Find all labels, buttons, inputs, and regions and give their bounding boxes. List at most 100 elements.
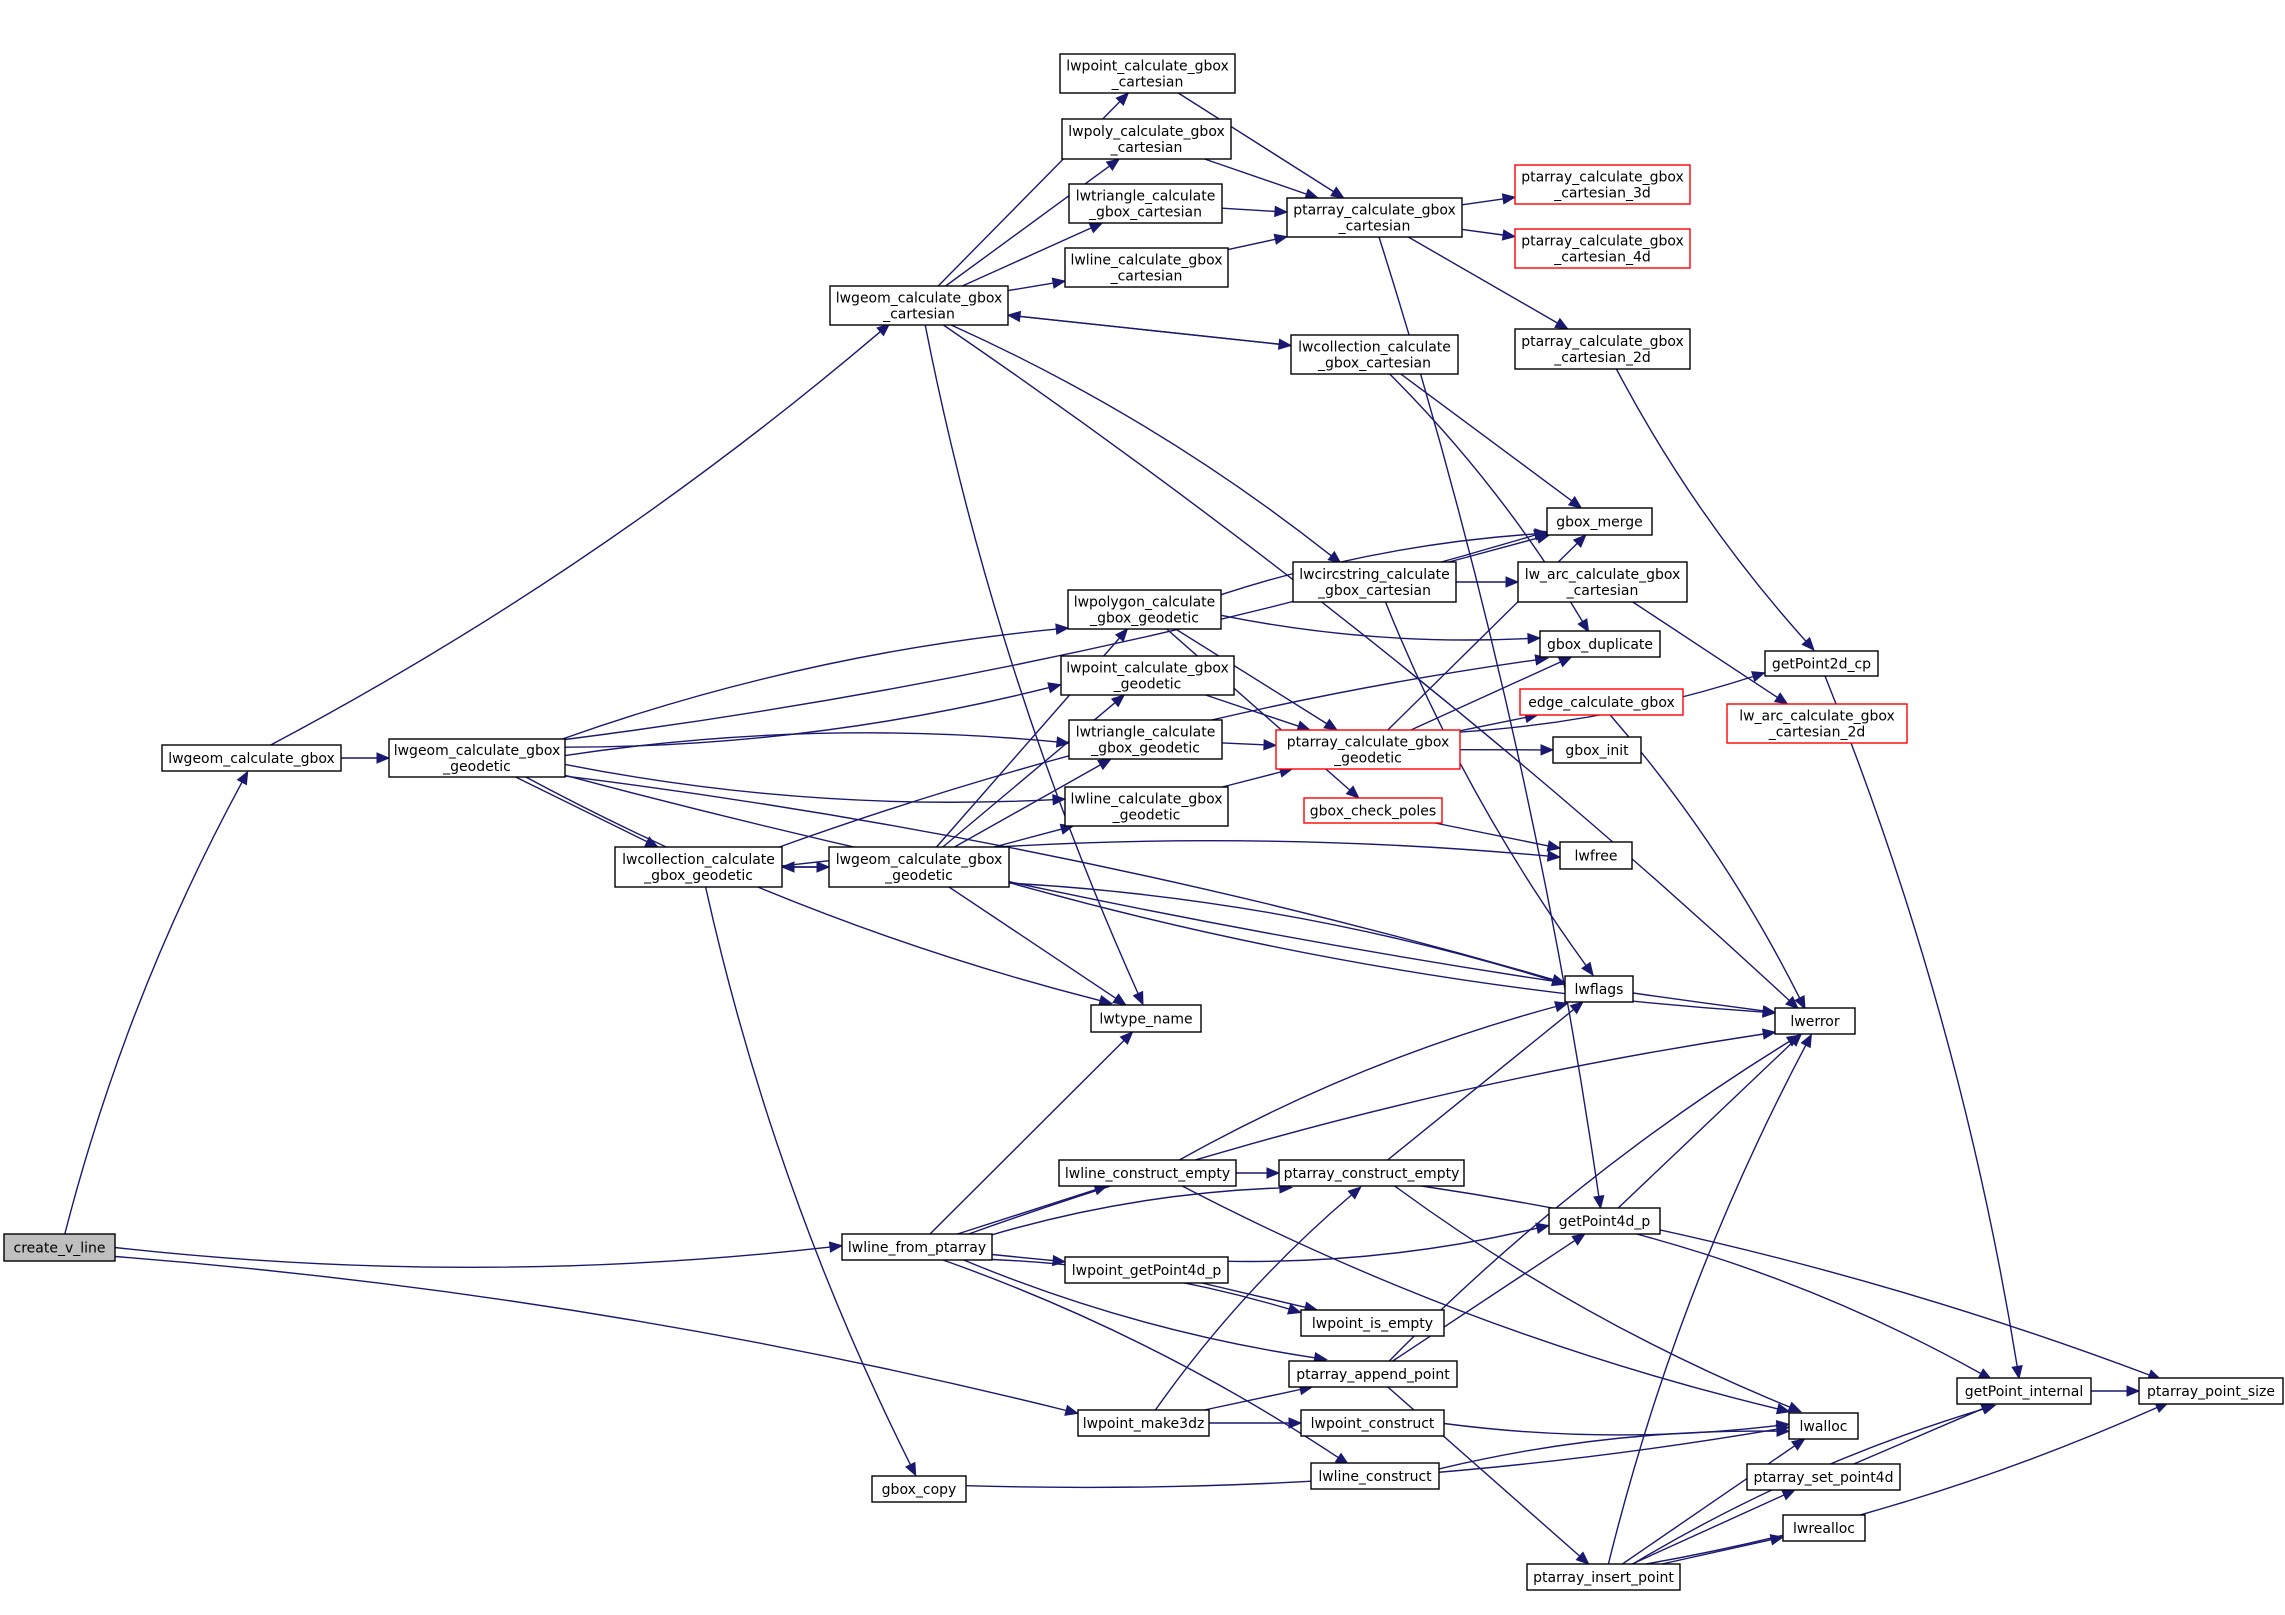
node-box[interactable] (1292, 561, 1457, 603)
node-box[interactable] (1058, 1159, 1237, 1187)
node-ptarray-calculate-gbox-cartesian[interactable]: ptarray_calculate_gbox_cartesian (1286, 197, 1463, 238)
node-box[interactable] (1060, 655, 1235, 696)
node-box[interactable] (1310, 1462, 1440, 1490)
node-lwflags[interactable]: lwflags (1564, 975, 1634, 1003)
node-lwline-construct-empty[interactable]: lwline_construct_empty (1058, 1159, 1237, 1187)
node-box[interactable] (1514, 328, 1691, 370)
node-box[interactable] (871, 1475, 967, 1503)
node-box[interactable] (2138, 1377, 2284, 1405)
node-box[interactable] (1059, 53, 1236, 94)
node-box[interactable] (388, 738, 566, 778)
node-box[interactable] (1517, 561, 1688, 603)
node-box[interactable] (161, 744, 342, 772)
node-box[interactable] (829, 285, 1009, 326)
node-box[interactable] (1300, 1309, 1445, 1337)
node-box[interactable] (1286, 197, 1463, 238)
node-box[interactable] (1726, 703, 1908, 744)
node-ptarray-calculate-gbox-cartesian-3d[interactable]: ptarray_calculate_gbox_cartesian_3d (1514, 164, 1691, 205)
node-lwcollection-calculate-gbox-cartesian[interactable]: lwcollection_calculate_gbox_cartesian (1290, 334, 1459, 375)
node-gbox-duplicate[interactable]: gbox_duplicate (1539, 630, 1661, 658)
node-box[interactable] (1548, 1207, 1661, 1235)
node-ptarray-calculate-gbox-cartesian-4d[interactable]: ptarray_calculate_gbox_cartesian_4d (1514, 228, 1691, 269)
node-lwpoint-make3dz[interactable]: lwpoint_make3dz (1077, 1409, 1210, 1437)
node-box[interactable] (1774, 1007, 1856, 1035)
node-box[interactable] (1077, 1409, 1210, 1437)
node-box[interactable] (1546, 507, 1653, 536)
node-lwpolygon-calculate-gbox-geodetic[interactable]: lwpolygon_calculate_gbox_geodetic (1067, 589, 1222, 630)
node-box[interactable] (1514, 228, 1691, 269)
node-box[interactable] (1290, 334, 1459, 375)
node-get-point2d-cp[interactable]: getPoint2d_cp (1764, 650, 1879, 677)
node-lwtype-name[interactable]: lwtype_name (1090, 1004, 1202, 1033)
node-box[interactable] (1275, 729, 1461, 770)
node-ptarray-append-point[interactable]: ptarray_append_point (1288, 1360, 1458, 1388)
node-box[interactable] (828, 846, 1010, 888)
node-gbox-merge[interactable]: gbox_merge (1546, 507, 1653, 536)
node-box[interactable] (841, 1233, 993, 1261)
node-get-point4d-p[interactable]: getPoint4d_p (1548, 1207, 1661, 1235)
node-lwpoint-is-empty[interactable]: lwpoint_is_empty (1300, 1309, 1445, 1337)
node-lwerror[interactable]: lwerror (1774, 1007, 1856, 1035)
node-ptarray-set-point4d[interactable]: ptarray_set_point4d (1746, 1463, 1901, 1491)
node-gbox-init[interactable]: gbox_init (1552, 736, 1642, 764)
node-lwalloc[interactable]: lwalloc (1788, 1412, 1859, 1440)
node-box[interactable] (1956, 1377, 2092, 1405)
node-lwpoint-calculate-gbox-geodetic[interactable]: lwpoint_calculate_gbox_geodetic (1060, 655, 1235, 696)
node-box[interactable] (1300, 1409, 1445, 1437)
node-box[interactable] (1288, 1360, 1458, 1388)
node-lwcircstring-calculate-gbox-cartesian[interactable]: lwcircstring_calculate_gbox_cartesian (1292, 561, 1457, 603)
node-lwgeom-calculate-gbox[interactable]: lwgeom_calculate_gbox (161, 744, 342, 772)
node-lwline-from-ptarray[interactable]: lwline_from_ptarray (841, 1233, 993, 1261)
node-box[interactable] (1764, 650, 1879, 677)
node-get-point-internal[interactable]: getPoint_internal (1956, 1377, 2092, 1405)
node-lwgeom-calculate-gbox-geodetic-2[interactable]: lwgeom_calculate_gbox_geodetic (828, 846, 1010, 888)
node-box[interactable] (1564, 975, 1634, 1003)
node-lwtriangle-calculate-gbox-geodetic[interactable]: lwtriangle_calculate_gbox_geodetic (1068, 719, 1223, 760)
node-gbox-copy[interactable]: gbox_copy (871, 1475, 967, 1503)
node-lwgeom-calculate-gbox-geodetic[interactable]: lwgeom_calculate_gbox_geodetic (388, 738, 566, 778)
node-lwpoint-get-point4d-p[interactable]: lwpoint_getPoint4d_p (1064, 1256, 1229, 1284)
node-lwfree[interactable]: lwfree (1559, 841, 1633, 870)
node-box[interactable] (1068, 183, 1223, 224)
node-lwline-calculate-gbox-cartesian[interactable]: lwline_calculate_gbox_cartesian (1064, 247, 1229, 288)
node-box[interactable] (1090, 1004, 1202, 1033)
node-ptarray-construct-empty[interactable]: ptarray_construct_empty (1278, 1159, 1465, 1187)
node-lw-arc-calculate-gbox-cartesian-2d[interactable]: lw_arc_calculate_gbox_cartesian_2d (1726, 703, 1908, 744)
node-box[interactable] (3, 1233, 116, 1262)
node-gbox-check-poles[interactable]: gbox_check_poles (1303, 797, 1443, 824)
node-lwpoint-construct[interactable]: lwpoint_construct (1300, 1409, 1445, 1437)
node-box[interactable] (1064, 1256, 1229, 1284)
node-ptarray-insert-point[interactable]: ptarray_insert_point (1526, 1563, 1681, 1591)
node-box[interactable] (1788, 1412, 1859, 1440)
node-box[interactable] (614, 846, 783, 888)
node-lwgeom-calculate-gbox-cartesian[interactable]: lwgeom_calculate_gbox_cartesian (829, 285, 1009, 326)
node-box[interactable] (1061, 118, 1232, 160)
node-lwtriangle-calculate-gbox-cartesian[interactable]: lwtriangle_calculate_gbox_cartesian (1068, 183, 1223, 224)
node-box[interactable] (1519, 688, 1684, 716)
node-edge-calculate-gbox[interactable]: edge_calculate_gbox (1519, 688, 1684, 716)
node-box[interactable] (1526, 1563, 1681, 1591)
node-ptarray-calculate-gbox-cartesian-2d[interactable]: ptarray_calculate_gbox_cartesian_2d (1514, 328, 1691, 370)
node-lwline-construct[interactable]: lwline_construct (1310, 1462, 1440, 1490)
node-lwpoint-calculate-gbox-cartesian[interactable]: lwpoint_calculate_gbox_cartesian (1059, 53, 1236, 94)
node-box[interactable] (1782, 1514, 1866, 1542)
node-box[interactable] (1514, 164, 1691, 205)
node-box[interactable] (1278, 1159, 1465, 1187)
node-box[interactable] (1552, 736, 1642, 764)
node-create-v-line[interactable]: create_v_line (3, 1233, 116, 1262)
node-box[interactable] (1064, 247, 1229, 288)
node-ptarray-point-size[interactable]: ptarray_point_size (2138, 1377, 2284, 1405)
node-lwrealloc[interactable]: lwrealloc (1782, 1514, 1866, 1542)
node-box[interactable] (1068, 719, 1223, 760)
node-box[interactable] (1303, 797, 1443, 824)
node-ptarray-calculate-gbox-geodetic[interactable]: ptarray_calculate_gbox_geodetic (1275, 729, 1461, 770)
node-box[interactable] (1539, 630, 1661, 658)
node-box[interactable] (1067, 589, 1222, 630)
node-box[interactable] (1559, 841, 1633, 870)
node-lw-arc-calculate-gbox-cartesian[interactable]: lw_arc_calculate_gbox_cartesian (1517, 561, 1688, 603)
node-lwline-calculate-gbox-geodetic[interactable]: lwline_calculate_gbox_geodetic (1064, 786, 1229, 827)
node-box[interactable] (1746, 1463, 1901, 1491)
node-lwcollection-calculate-gbox-geodetic[interactable]: lwcollection_calculate_gbox_geodetic (614, 846, 783, 888)
node-box[interactable] (1064, 786, 1229, 827)
node-lwpoly-calculate-gbox-cartesian[interactable]: lwpoly_calculate_gbox_cartesian (1061, 118, 1232, 160)
